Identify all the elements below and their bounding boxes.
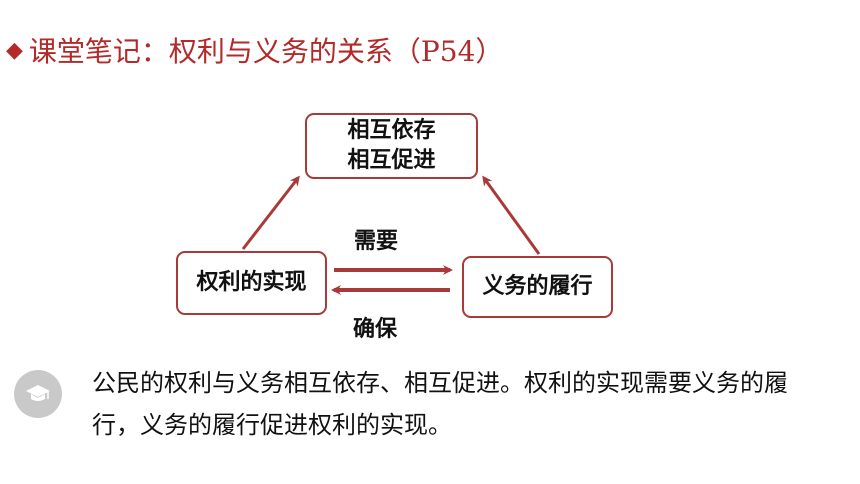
need-label: 需要 [354, 229, 399, 254]
mutual-line-2: 相互促进 [347, 148, 436, 173]
mutual-box: 相互依存 相互促进 [305, 113, 478, 179]
graduation-cap-icon [14, 370, 62, 418]
arrow-left-to-top [241, 175, 300, 250]
rights-box: 权利的实现 [176, 251, 327, 315]
duties-box: 义务的履行 [462, 256, 613, 318]
note-text: 公民的权利与义务相互依存、相互促进。权利的实现需要义务的履行，义务的履行促进权利… [92, 369, 788, 439]
duties-label: 义务的履行 [482, 274, 593, 299]
diamond-icon: ◆ [6, 37, 23, 63]
rights-label: 权利的实现 [196, 270, 307, 295]
mutual-line-1: 相互依存 [347, 118, 436, 143]
arrow-right-to-top [482, 175, 541, 255]
ensure-label: 确保 [353, 317, 398, 342]
page-title: ◆ 课堂笔记：权利与义务的关系（P54） [6, 30, 503, 70]
page-title-text: 课堂笔记：权利与义务的关系（P54） [28, 35, 504, 68]
